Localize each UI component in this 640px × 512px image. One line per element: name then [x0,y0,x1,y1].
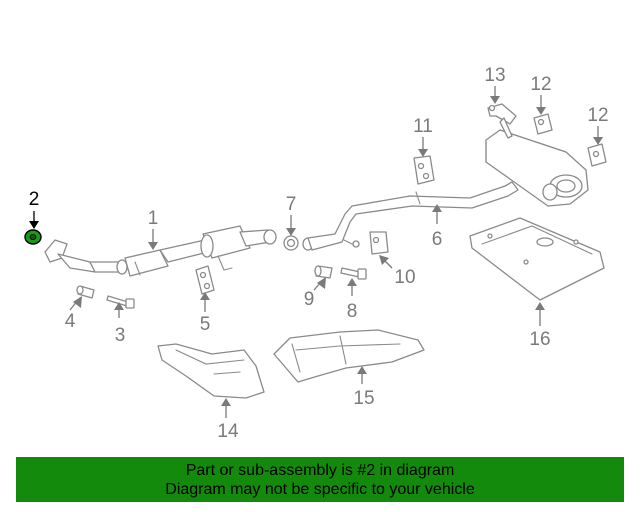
leader-lines [29,86,603,418]
banner-line-disclaimer: Diagram may not be specific to your vehi… [165,480,475,498]
part-4-nut [76,285,95,299]
part-10-hanger [369,231,389,255]
part-6-center-pipe [302,181,519,251]
callout-16[interactable]: 16 [529,329,550,350]
callout-9[interactable]: 9 [304,289,315,310]
callout-7[interactable]: 7 [286,194,297,215]
callout-labels: 2 1 3 4 5 6 7 8 9 10 11 12 12 13 14 15 1… [29,65,609,442]
callout-8[interactable]: 8 [347,301,358,322]
callout-3[interactable]: 3 [115,325,126,346]
part-12-hanger-upper [533,113,553,135]
callout-2[interactable]: 2 [29,189,40,210]
callout-14[interactable]: 14 [217,421,239,442]
callout-4[interactable]: 4 [65,311,76,332]
banner-line-part: Part or sub-assembly is #2 in diagram [185,461,455,479]
callout-12-lower[interactable]: 12 [587,105,608,126]
part-1-front-pipe-converter [44,225,277,277]
exhaust-system-diagram: 2 1 3 4 5 6 7 8 9 10 11 12 12 13 14 15 1… [24,65,609,442]
part-2-gasket[interactable] [24,229,42,245]
part-16-heat-shield [469,217,605,301]
callout-10[interactable]: 10 [394,267,415,288]
part-13-bracket [487,103,517,139]
part-14-heat-shield [157,343,265,399]
part-15-heat-shield [273,329,425,383]
part-12-hanger-lower [587,143,607,167]
info-banner: Part or sub-assembly is #2 in diagram Di… [16,457,624,502]
part-3-bolt [106,295,135,309]
part-9-nut [314,265,333,279]
callout-15[interactable]: 15 [353,388,374,409]
part-5-hanger [195,265,215,295]
callout-13[interactable]: 13 [484,65,505,86]
part-11-hanger [413,155,435,185]
callout-12-upper[interactable]: 12 [530,74,551,95]
callout-6[interactable]: 6 [432,229,443,250]
callout-1[interactable]: 1 [148,208,159,229]
muffler-assembly [485,129,589,207]
part-7-gasket [283,235,299,251]
part-8-bolt [340,267,367,280]
callout-11[interactable]: 11 [413,116,433,137]
callout-5[interactable]: 5 [200,314,211,335]
